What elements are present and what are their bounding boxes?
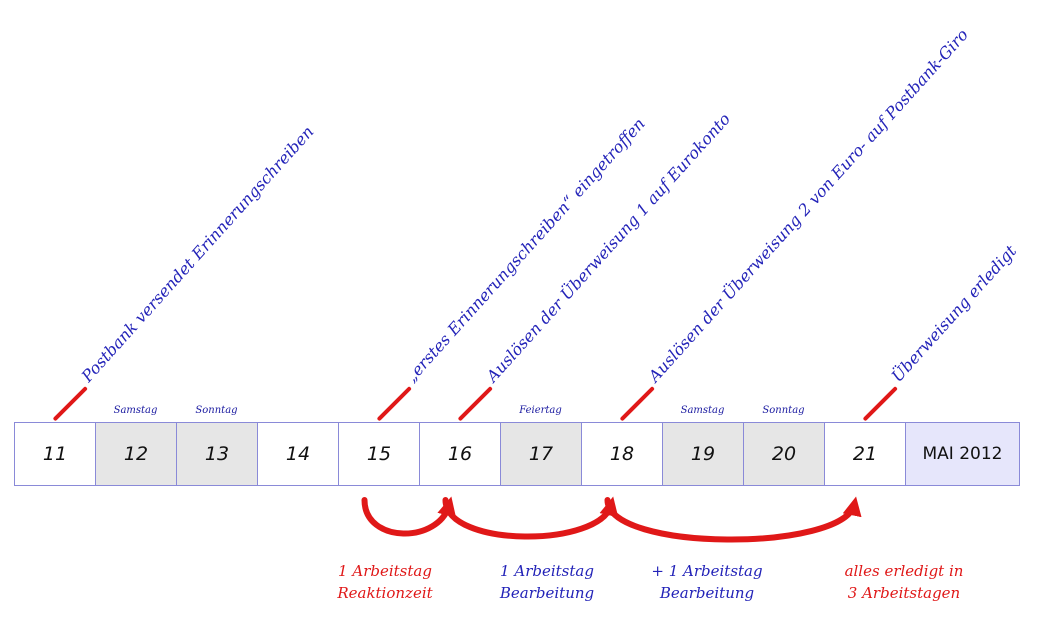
duration-note-line2: Bearbeitung [499, 584, 595, 602]
duration-note-line2: Reaktionzeit [337, 584, 433, 602]
day-cell-13: 13 [176, 422, 258, 486]
duration-note-line1: 1 Arbeitstag [500, 562, 594, 580]
day-label-13: Sonntag [195, 405, 238, 416]
day-cell-18: 18 [581, 422, 663, 486]
day-label-19: Samstag [680, 405, 725, 416]
day-label-20: Sonntag [762, 405, 805, 416]
day-cell-14: 14 [257, 422, 339, 486]
day-cell-12: 12 [95, 422, 177, 486]
duration-arrow-18-21 [604, 496, 862, 543]
day-cell-16: 16 [419, 422, 501, 486]
duration-arrow-16-18 [442, 496, 619, 540]
duration-note-3: alles erledigt in 3 Arbeitstagen [824, 560, 984, 604]
day-cell-20: 20 [743, 422, 825, 486]
duration-note-line2: 3 Arbeitstagen [847, 584, 961, 602]
duration-note-line2: Bearbeitung [659, 584, 755, 602]
day-cell-11: 11 [14, 422, 96, 486]
day-cell-21: 21 [824, 422, 906, 486]
day-cell-19: 19 [662, 422, 744, 486]
day-cell-15: 15 [338, 422, 420, 486]
day-cell-17: 17 [500, 422, 582, 486]
duration-note-line1: 1 Arbeitstag [338, 562, 432, 580]
day-label-17: Feiertag [519, 405, 562, 416]
day-label-12: Samstag [113, 405, 158, 416]
month-label: MAI 2012 [905, 422, 1020, 486]
duration-note-line1: alles erledigt in [844, 562, 964, 580]
duration-note-line1: + 1 Arbeitstag [651, 562, 763, 580]
duration-arrow-15-16 [361, 496, 456, 537]
